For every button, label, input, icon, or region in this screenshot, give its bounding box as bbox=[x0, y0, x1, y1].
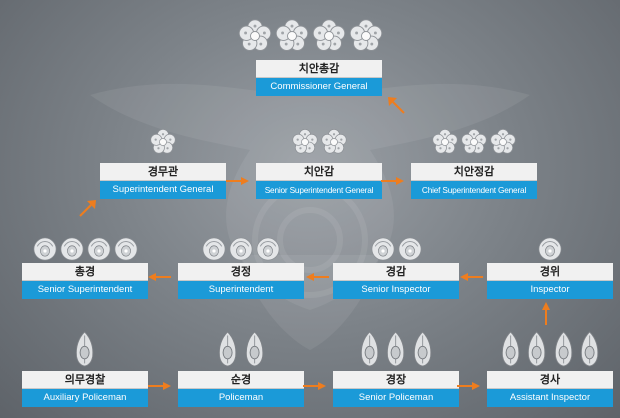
rank-inspector: 경위 Inspector bbox=[487, 263, 613, 299]
rank-superintendent: 경정 Superintendent bbox=[178, 263, 304, 299]
flower-bud-insignia-icon bbox=[87, 237, 110, 261]
flower-bud-insignia-icon bbox=[33, 237, 56, 261]
rank-kr-label: 경무관 bbox=[100, 163, 226, 181]
rank-en-label: Chief Superintendent General bbox=[411, 181, 537, 199]
leaf-insignia-icon bbox=[245, 331, 263, 367]
arrow-right-icon bbox=[226, 177, 249, 185]
insignia-senior-superintendent-general bbox=[256, 120, 382, 156]
blossom-insignia-icon bbox=[275, 19, 308, 51]
flower-bud-insignia-icon bbox=[202, 237, 226, 261]
arrow-up-left-icon bbox=[388, 97, 405, 114]
rank-en-label: Senior Policeman bbox=[333, 389, 459, 407]
rank-kr-label: 경정 bbox=[178, 263, 304, 281]
rank-kr-label: 경장 bbox=[333, 371, 459, 389]
rank-kr-label: 치안감 bbox=[256, 163, 382, 181]
blossom-insignia-icon bbox=[461, 129, 487, 154]
leaf-insignia-icon bbox=[528, 331, 546, 367]
rank-en-label: Senior Superintendent General bbox=[256, 181, 382, 199]
insignia-superintendent bbox=[178, 226, 304, 262]
insignia-senior-inspector bbox=[333, 226, 459, 262]
insignia-chief-superintendent-general bbox=[411, 120, 537, 156]
flower-bud-insignia-icon bbox=[538, 237, 562, 261]
leaf-insignia-icon bbox=[387, 331, 405, 367]
rank-en-label: Policeman bbox=[178, 389, 304, 407]
rank-kr-label: 순경 bbox=[178, 371, 304, 389]
flower-bud-insignia-icon bbox=[114, 237, 137, 261]
leaf-insignia-icon bbox=[413, 331, 431, 367]
rank-superintendent-general: 경무관 Superintendent General bbox=[100, 163, 226, 199]
leaf-insignia-icon bbox=[554, 331, 572, 367]
insignia-assistant-inspector bbox=[487, 327, 613, 367]
arrow-right-icon bbox=[148, 382, 171, 390]
flower-bud-insignia-icon bbox=[371, 237, 394, 261]
flower-bud-insignia-icon bbox=[256, 237, 280, 261]
blossom-insignia-icon bbox=[312, 19, 345, 51]
blossom-insignia-icon bbox=[291, 129, 318, 154]
blossom-insignia-icon bbox=[349, 19, 382, 51]
rank-en-label: Senior Superintendent bbox=[22, 281, 148, 299]
leaf-insignia-icon bbox=[502, 331, 520, 367]
rank-en-label: Assistant Inspector bbox=[487, 389, 613, 407]
flower-bud-insignia-icon bbox=[60, 237, 83, 261]
rank-kr-label: 경사 bbox=[487, 371, 613, 389]
rank-senior-superintendent-general: 치안감 Senior Superintendent General bbox=[256, 163, 382, 199]
rank-assistant-inspector: 경사 Assistant Inspector bbox=[487, 371, 613, 407]
blossom-insignia-icon bbox=[238, 19, 271, 51]
rank-kr-label: 경위 bbox=[487, 263, 613, 281]
blossom-insignia-icon bbox=[432, 129, 458, 154]
rank-kr-label: 의무경찰 bbox=[22, 371, 148, 389]
flower-bud-insignia-icon bbox=[398, 237, 421, 261]
insignia-senior-superintendent bbox=[22, 226, 148, 262]
rank-senior-superintendent: 총경 Senior Superintendent bbox=[22, 263, 148, 299]
insignia-senior-policeman bbox=[333, 327, 459, 367]
rank-senior-inspector: 경감 Senior Inspector bbox=[333, 263, 459, 299]
arrow-left-icon bbox=[148, 273, 171, 281]
rank-kr-label: 경감 bbox=[333, 263, 459, 281]
blossom-insignia-icon bbox=[490, 129, 516, 154]
insignia-commissioner-general bbox=[230, 14, 390, 54]
rank-en-label: Inspector bbox=[487, 281, 613, 299]
arrow-up-right-icon bbox=[79, 200, 96, 217]
rank-en-label: Commissioner General bbox=[256, 78, 382, 96]
arrow-right-icon bbox=[303, 382, 326, 390]
leaf-insignia-icon bbox=[219, 331, 237, 367]
rank-policeman: 순경 Policeman bbox=[178, 371, 304, 407]
rank-en-label: Senior Inspector bbox=[333, 281, 459, 299]
leaf-insignia-icon bbox=[361, 331, 379, 367]
rank-kr-label: 치안정감 bbox=[411, 163, 537, 181]
rank-en-label: Superintendent bbox=[178, 281, 304, 299]
rank-kr-label: 치안총감 bbox=[256, 60, 382, 78]
arrow-right-icon bbox=[381, 177, 404, 185]
leaf-insignia-icon bbox=[76, 331, 94, 367]
insignia-auxiliary-policeman bbox=[22, 327, 148, 367]
blossom-insignia-icon bbox=[150, 129, 176, 154]
rank-kr-label: 총경 bbox=[22, 263, 148, 281]
rank-en-label: Superintendent General bbox=[100, 181, 226, 199]
rank-chief-superintendent-general: 치안정감 Chief Superintendent General bbox=[411, 163, 537, 199]
leaf-insignia-icon bbox=[580, 331, 598, 367]
flower-bud-insignia-icon bbox=[229, 237, 253, 261]
insignia-policeman bbox=[178, 327, 304, 367]
rank-commissioner-general: 치안총감 Commissioner General bbox=[256, 60, 382, 96]
arrow-up-icon bbox=[542, 302, 550, 325]
arrow-left-icon bbox=[460, 273, 483, 281]
arrow-left-icon bbox=[306, 273, 329, 281]
rank-en-label: Auxiliary Policeman bbox=[22, 389, 148, 407]
insignia-superintendent-general bbox=[100, 120, 226, 156]
arrow-right-icon bbox=[457, 382, 480, 390]
blossom-insignia-icon bbox=[320, 129, 347, 154]
rank-senior-policeman: 경장 Senior Policeman bbox=[333, 371, 459, 407]
insignia-inspector bbox=[487, 226, 613, 262]
rank-auxiliary-policeman: 의무경찰 Auxiliary Policeman bbox=[22, 371, 148, 407]
